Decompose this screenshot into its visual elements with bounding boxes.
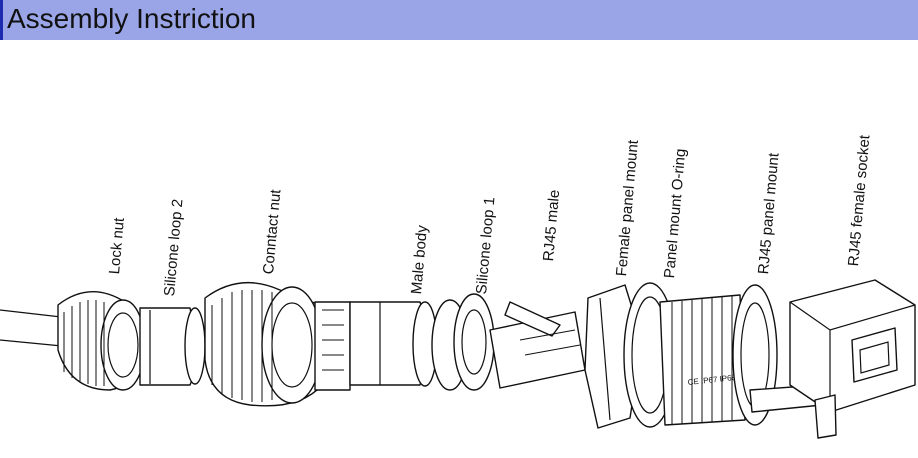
lock-nut-part (57, 291, 151, 391)
exploded-view-drawing: CE IP67 IP68 ROHS (0, 279, 916, 439)
rj45-male-part (489, 301, 586, 389)
section-header: Assembly Instriction (0, 0, 918, 40)
assembly-diagram: CE IP67 IP68 ROHS Lock nut Silicone loop… (0, 40, 918, 453)
rj45-female-socket-part (789, 279, 916, 439)
page-title: Assembly Instriction (7, 3, 256, 34)
male-body-part (349, 301, 438, 387)
contact-nut-part (204, 281, 351, 407)
silicone-loop-1-part (431, 293, 495, 391)
silicone-loop-2-part (139, 307, 206, 386)
